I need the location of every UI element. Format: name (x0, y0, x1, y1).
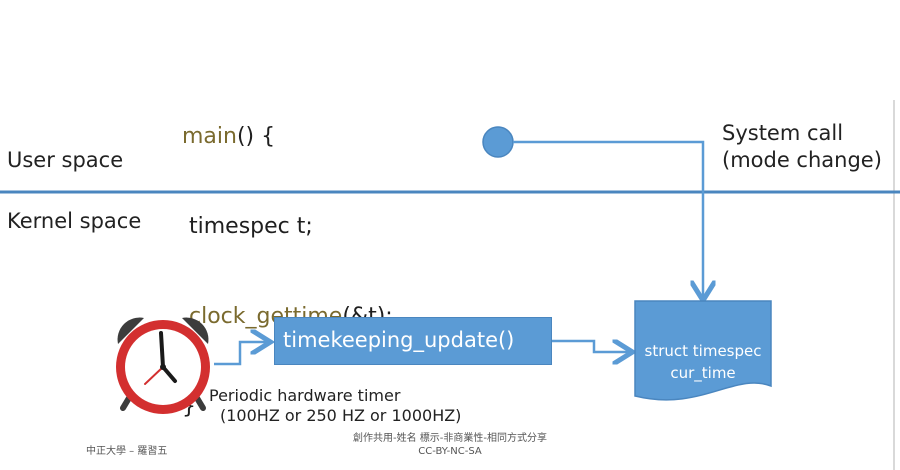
footer-license-line2: CC-BY-NC-SA (418, 446, 482, 457)
struct-text: struct timespec cur_time (635, 340, 771, 384)
syscall-label-line1: System call (722, 121, 844, 145)
footer-license: 創作共用-姓名 標示-非商業性-相同方式分享 CC-BY-NC-SA (290, 432, 610, 458)
alarm-clock-icon (116, 317, 210, 414)
code-main-rest: () { (236, 124, 276, 149)
struct-label-line2: cur_time (670, 364, 736, 382)
footer-license-line1: 創作共用-姓名 標示-非商業性-相同方式分享 (352, 433, 547, 444)
timer-label-line1: Periodic hardware timer (209, 386, 401, 405)
clock-to-update-arrow (214, 342, 268, 366)
struct-document-shape (634, 300, 772, 401)
struct-label-line1: struct timespec (644, 342, 762, 360)
code-line-call: clock_gettime(&t); (182, 302, 393, 332)
footer-author: 中正大學 – 羅習五 (86, 446, 168, 457)
syscall-arrow (513, 140, 703, 298)
right-divider (893, 100, 895, 470)
timer-label-line2: (100HZ or 250 HZ or 1000HZ) (220, 406, 462, 425)
timekeeping-update-label: timekeeping_update() (283, 328, 515, 352)
code-main-fn: main (182, 124, 237, 149)
code-line-timespec: timespec t; (182, 214, 313, 239)
timekeeping-update-box: timekeeping_update() (274, 317, 552, 365)
update-to-struct-arrow (552, 341, 630, 352)
code-line-main: main() { (182, 122, 393, 152)
code-block: main() { timespec t; clock_gettime(&t); … (182, 62, 393, 452)
syscall-label-line2: (mode change) (722, 148, 882, 172)
syscall-node-icon (482, 126, 514, 158)
user-space-label: User space (7, 148, 124, 172)
kernel-space-label: Kernel space (7, 209, 142, 233)
